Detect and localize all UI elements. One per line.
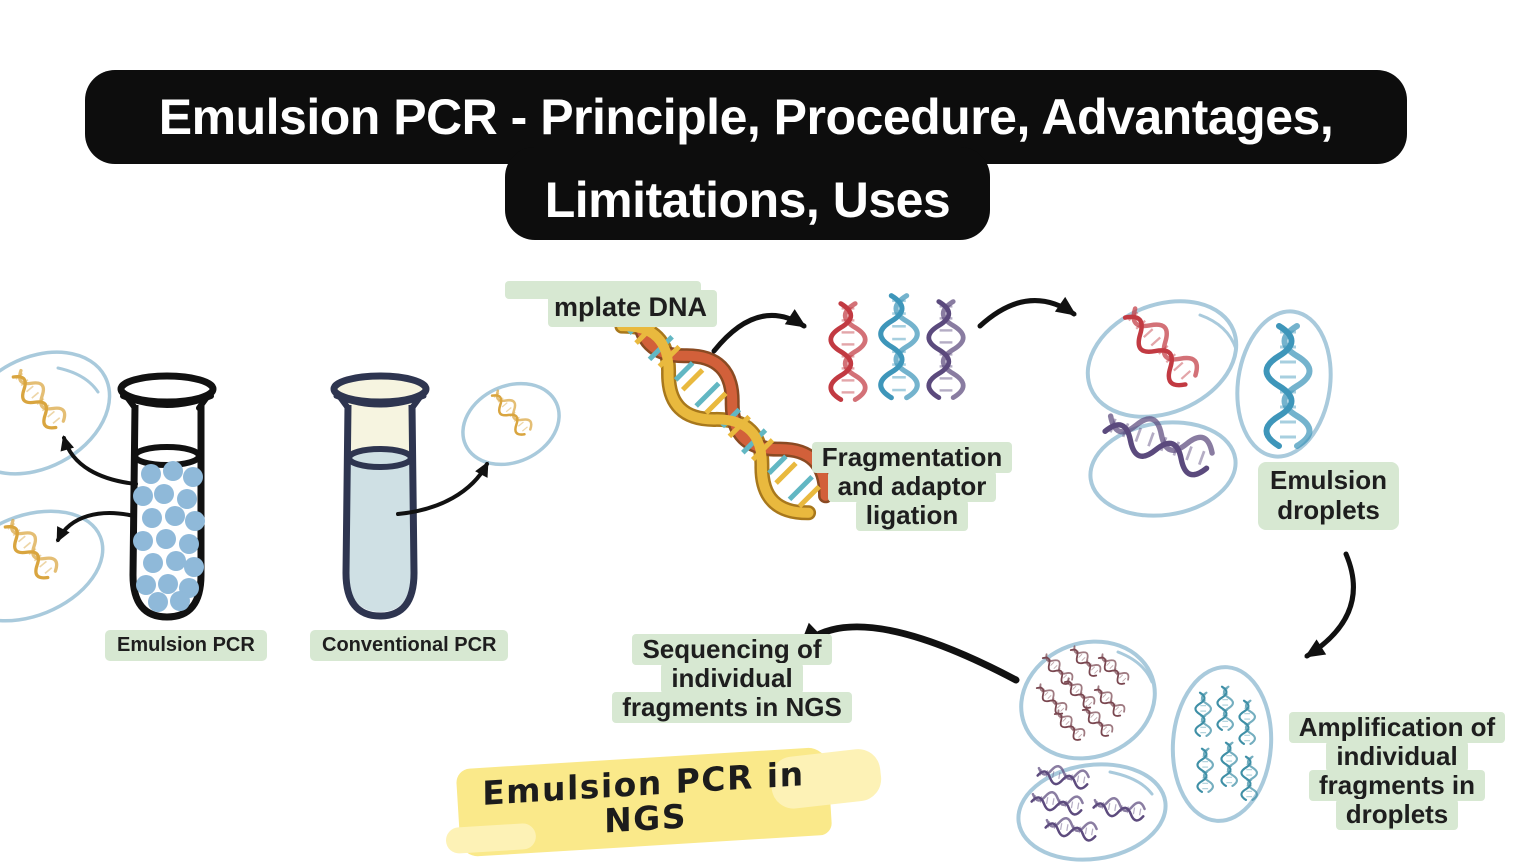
amplification-line2: individual [1326,741,1468,773]
arrow-fragments-to-droplets [977,296,1077,329]
template-dna-helix [614,301,834,521]
arrow-droplets-to-amplification [1304,551,1356,659]
ngs-highlight-line2: NGS [603,796,687,841]
arrow-conventional-to-oval [396,461,489,516]
amplified-droplet-maroon [1019,639,1157,761]
page-title-line1: Emulsion PCR - Principle, Procedure, Adv… [158,89,1334,145]
dna-oval-top-left [0,350,112,476]
page-title-line2: Limitations, Uses [544,171,951,228]
template-dna-label-text: mplate DNA [548,290,718,327]
title-banner-line2: Limitations, Uses [505,147,990,240]
emulsion-droplets-line1: Emulsion [1270,465,1388,495]
dna-oval-bottom-left [0,509,105,623]
fragmentation-line2: and adaptor [827,471,997,503]
amplification-line3: fragments in [1308,770,1486,802]
dna-oval-conventional [461,381,561,467]
fragmentation-line1: Fragmentation [811,442,1013,474]
emulsion-droplet-red [1085,299,1239,419]
emulsion-droplet-dots [133,461,205,612]
amplification-line1: Amplification of [1288,712,1506,744]
amplification-line4: droplets [1335,799,1459,831]
fragmentation-label: Fragmentation and adaptor ligation [811,442,1013,532]
emulsion-droplet-blue [1235,309,1333,459]
dna-fragments [831,296,963,400]
emulsion-droplet-purple [1088,406,1238,518]
emulsion-pcr-label: Emulsion PCR [105,630,267,661]
arrow-template-to-fragments [711,309,807,354]
emulsion-droplets-label: Emulsion droplets [1258,462,1400,530]
amplification-label: Amplification of individual fragments in… [1288,712,1506,831]
sequencing-line2: individual [661,663,803,695]
sequencing-line1: Sequencing of [632,634,832,666]
arrow-tube-to-bottom-oval [56,511,136,543]
sequencing-label: Sequencing of individual fragments in NG… [612,634,852,724]
emulsion-droplets-line2: droplets [1277,494,1380,525]
arrow-tube-to-top-oval [60,435,138,486]
sequencing-line3: fragments in NGS [612,692,852,724]
fragmentation-line3: ligation [855,500,969,532]
amplified-droplet-purple [1016,761,1168,862]
conventional-pcr-label: Conventional PCR [310,630,509,661]
emulsion-tube-illustration [117,372,217,621]
amplified-droplet-teal [1170,665,1274,823]
conventional-tube-illustration [330,372,430,620]
